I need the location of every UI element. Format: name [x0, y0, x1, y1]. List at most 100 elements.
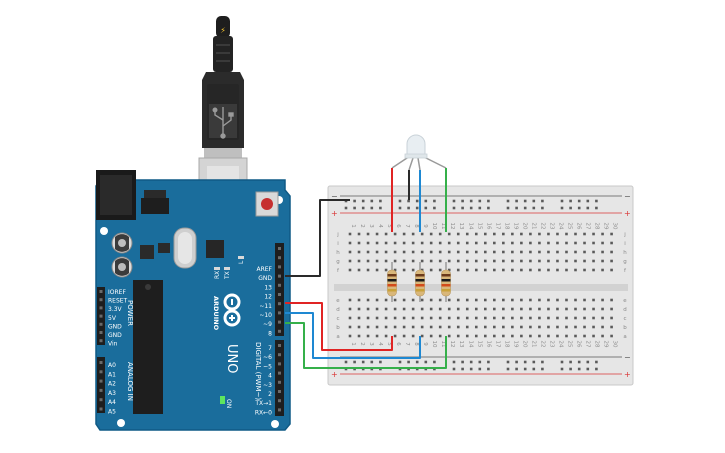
breadboard-hole[interactable]: [361, 199, 365, 203]
breadboard-hole[interactable]: [565, 325, 568, 329]
breadboard-hole[interactable]: [398, 199, 402, 203]
breadboard-hole[interactable]: [487, 367, 490, 371]
breadboard-hole[interactable]: [461, 199, 464, 203]
breadboard-hole[interactable]: [402, 307, 406, 311]
breadboard-hole[interactable]: [348, 268, 352, 272]
breadboard-hole[interactable]: [538, 325, 541, 329]
breadboard-hole[interactable]: [447, 298, 451, 302]
breadboard-hole[interactable]: [348, 316, 352, 320]
breadboard-hole[interactable]: [583, 298, 586, 302]
breadboard-hole[interactable]: [384, 241, 388, 245]
breadboard-hole[interactable]: [569, 360, 572, 364]
breadboard-hole[interactable]: [502, 334, 505, 338]
header-hole[interactable]: [99, 306, 103, 310]
breadboard-hole[interactable]: [393, 259, 397, 263]
breadboard-hole[interactable]: [438, 259, 442, 263]
breadboard-hole[interactable]: [556, 298, 559, 302]
breadboard-hole[interactable]: [456, 259, 460, 263]
breadboard-hole[interactable]: [465, 298, 469, 302]
header-hole[interactable]: [278, 274, 281, 278]
breadboard-hole[interactable]: [415, 199, 419, 203]
breadboard-hole[interactable]: [433, 206, 436, 210]
breadboard-hole[interactable]: [411, 334, 415, 338]
breadboard-hole[interactable]: [601, 232, 604, 236]
breadboard-hole[interactable]: [398, 206, 402, 210]
resistor-2[interactable]: [415, 262, 425, 302]
breadboard-hole[interactable]: [592, 250, 595, 254]
breadboard-hole[interactable]: [556, 325, 559, 329]
breadboard-hole[interactable]: [438, 325, 442, 329]
breadboard-hole[interactable]: [506, 206, 510, 210]
breadboard-hole[interactable]: [574, 259, 577, 263]
breadboard-hole[interactable]: [384, 298, 388, 302]
breadboard-hole[interactable]: [366, 307, 370, 311]
breadboard-hole[interactable]: [610, 250, 613, 254]
breadboard-hole[interactable]: [556, 268, 559, 272]
breadboard-hole[interactable]: [366, 325, 370, 329]
breadboard-hole[interactable]: [574, 241, 577, 245]
breadboard-hole[interactable]: [601, 241, 604, 245]
breadboard-hole[interactable]: [577, 206, 581, 210]
breadboard-hole[interactable]: [424, 199, 428, 203]
breadboard-hole[interactable]: [565, 259, 568, 263]
breadboard-hole[interactable]: [366, 241, 370, 245]
breadboard-hole[interactable]: [357, 334, 361, 338]
breadboard-hole[interactable]: [375, 232, 379, 236]
breadboard-hole[interactable]: [438, 241, 442, 245]
breadboard-hole[interactable]: [601, 334, 604, 338]
breadboard-hole[interactable]: [361, 206, 365, 210]
breadboard-hole[interactable]: [429, 325, 433, 329]
breadboard-hole[interactable]: [502, 298, 505, 302]
breadboard-hole[interactable]: [357, 316, 361, 320]
breadboard-hole[interactable]: [357, 325, 361, 329]
breadboard-hole[interactable]: [402, 298, 406, 302]
breadboard-hole[interactable]: [411, 241, 415, 245]
breadboard-hole[interactable]: [474, 298, 478, 302]
header-hole[interactable]: [99, 322, 103, 326]
breadboard-hole[interactable]: [583, 325, 586, 329]
breadboard-hole[interactable]: [493, 232, 496, 236]
breadboard-hole[interactable]: [547, 307, 550, 311]
breadboard-hole[interactable]: [493, 316, 496, 320]
breadboard-hole[interactable]: [556, 259, 559, 263]
breadboard-hole[interactable]: [511, 232, 514, 236]
breadboard-hole[interactable]: [420, 325, 424, 329]
breadboard-hole[interactable]: [538, 316, 541, 320]
breadboard-hole[interactable]: [420, 316, 424, 320]
breadboard-hole[interactable]: [565, 298, 568, 302]
breadboard-hole[interactable]: [429, 298, 433, 302]
breadboard-hole[interactable]: [511, 259, 514, 263]
breadboard-hole[interactable]: [375, 307, 379, 311]
breadboard-hole[interactable]: [357, 298, 361, 302]
breadboard-hole[interactable]: [384, 307, 388, 311]
breadboard-hole[interactable]: [520, 268, 523, 272]
breadboard-hole[interactable]: [429, 307, 433, 311]
breadboard-hole[interactable]: [465, 334, 469, 338]
breadboard-hole[interactable]: [465, 250, 469, 254]
breadboard-hole[interactable]: [532, 206, 536, 210]
arduino-uno-board[interactable]: RX TX L ARDUINO UNO DIGITAL (PWM~) ANALO…: [95, 170, 291, 431]
breadboard-hole[interactable]: [592, 241, 595, 245]
breadboard-hole[interactable]: [478, 360, 482, 364]
breadboard-hole[interactable]: [348, 232, 352, 236]
breadboard-hole[interactable]: [610, 316, 613, 320]
breadboard-hole[interactable]: [411, 307, 415, 311]
breadboard-hole[interactable]: [484, 241, 487, 245]
breadboard-hole[interactable]: [375, 325, 379, 329]
breadboard-hole[interactable]: [529, 307, 532, 311]
breadboard-hole[interactable]: [366, 268, 370, 272]
breadboard-hole[interactable]: [601, 316, 604, 320]
breadboard-hole[interactable]: [610, 334, 613, 338]
breadboard-hole[interactable]: [586, 360, 590, 364]
breadboard-hole[interactable]: [456, 307, 460, 311]
breadboard-hole[interactable]: [601, 325, 604, 329]
breadboard-hole[interactable]: [532, 360, 536, 364]
breadboard-hole[interactable]: [484, 232, 487, 236]
breadboard-hole[interactable]: [556, 334, 559, 338]
breadboard-hole[interactable]: [384, 259, 388, 263]
breadboard-hole[interactable]: [610, 325, 613, 329]
breadboard-hole[interactable]: [569, 367, 572, 371]
header-hole[interactable]: [278, 247, 281, 250]
breadboard-hole[interactable]: [493, 268, 496, 272]
breadboard-hole[interactable]: [569, 206, 572, 210]
